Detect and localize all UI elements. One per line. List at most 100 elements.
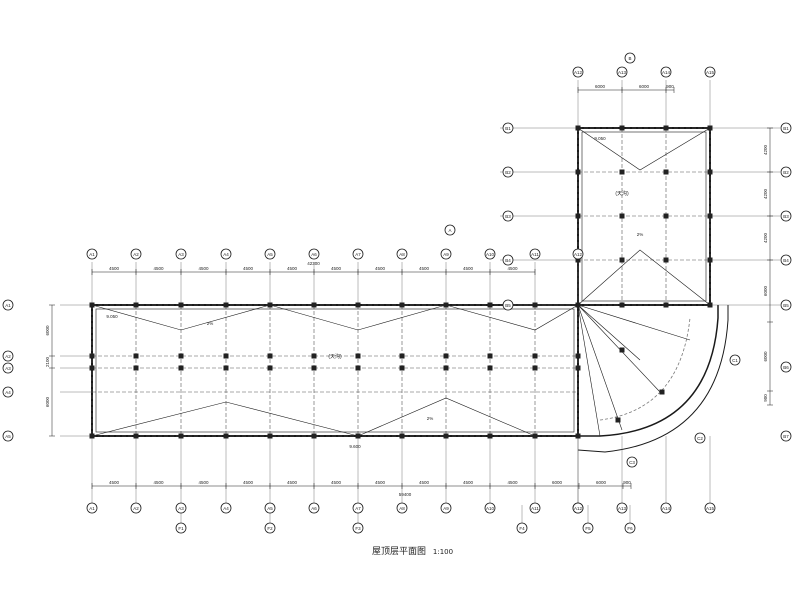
axis-bubble-bottom-circle bbox=[396, 502, 408, 514]
axis-bubble-bottom-circle bbox=[86, 502, 98, 514]
column bbox=[663, 302, 669, 308]
dim-top-wing-value: 6000 bbox=[639, 84, 650, 89]
axis-bubble-right-label: B2 bbox=[783, 170, 789, 175]
axis-bubble-section-circle bbox=[175, 522, 187, 534]
axis-bubble-bottom-label: A10 bbox=[486, 506, 495, 511]
column bbox=[575, 365, 581, 371]
radial-line bbox=[577, 304, 691, 341]
column bbox=[487, 433, 493, 439]
axis-bubble-section-label: F4 bbox=[519, 526, 525, 531]
axis-bubble-bottom-circle bbox=[440, 502, 452, 514]
column bbox=[311, 433, 317, 439]
axis-bubble-bottom-label: A5 bbox=[267, 506, 273, 511]
axis-bubble-wing-top-label: A13 bbox=[618, 70, 627, 75]
dim-top-wing-value: 900 bbox=[666, 84, 674, 89]
axis-bubble-top-circle bbox=[86, 248, 98, 260]
column bbox=[89, 433, 95, 439]
column bbox=[575, 433, 581, 439]
axis-bubble-top-circle bbox=[175, 248, 187, 260]
dim-bottom-value: 4500 bbox=[287, 480, 298, 485]
axis-bubble-top-circle bbox=[130, 248, 142, 260]
axis-bubble-top-label: A9 bbox=[443, 252, 449, 257]
column bbox=[311, 353, 317, 359]
radial-line bbox=[577, 304, 623, 431]
dim-bottom-value: 900 bbox=[623, 480, 631, 485]
axis-bubble-radial-label: C2 bbox=[697, 436, 703, 441]
axis-bubble-section-label: F3 bbox=[355, 526, 361, 531]
axis-bubble-bottom-circle bbox=[175, 502, 187, 514]
dim-left-value: 6000 bbox=[45, 325, 50, 336]
ridge-line-top bbox=[445, 304, 579, 331]
axis-bubble-section-circle bbox=[516, 522, 528, 534]
axis-bubble-top-label: A6 bbox=[311, 252, 317, 257]
axis-bubble-left-label: A3 bbox=[5, 366, 11, 371]
column bbox=[311, 302, 317, 308]
dim-bottom-value: 4500 bbox=[419, 480, 430, 485]
axis-bubble-top-circle bbox=[572, 248, 584, 260]
axis-bubble-top-circle bbox=[264, 248, 276, 260]
column bbox=[443, 365, 449, 371]
dim-bottom-value: 6000 bbox=[596, 480, 607, 485]
curved-outer-edge bbox=[577, 305, 729, 453]
axis-bubble-top-circle bbox=[308, 248, 320, 260]
dim-bottom-value: 4500 bbox=[331, 480, 342, 485]
drawing-title: 屋顶层平面图 1:100 bbox=[372, 544, 453, 557]
column bbox=[178, 433, 184, 439]
axis-bubble-radial-circle bbox=[729, 354, 741, 366]
dim-bottom-value: 6000 bbox=[552, 480, 563, 485]
dim-bottom-total: 59400 bbox=[399, 492, 412, 497]
column bbox=[487, 365, 493, 371]
axis-bubble-wing-left-circle bbox=[502, 122, 514, 134]
column bbox=[707, 125, 713, 131]
column bbox=[89, 353, 95, 359]
elevation-note: 9.600 bbox=[349, 444, 361, 449]
axis-bubble-misc-circle bbox=[444, 224, 456, 236]
dim-bottom-value: 4500 bbox=[198, 480, 209, 485]
column bbox=[619, 257, 625, 263]
column bbox=[575, 353, 581, 359]
axis-bubble-wing-bottom-label: A13 bbox=[618, 506, 627, 511]
slope-note: 2% bbox=[207, 321, 214, 326]
axis-bubble-right-circle bbox=[780, 122, 792, 134]
axis-bubble-radial-label: C1 bbox=[732, 358, 738, 363]
axis-bubble-section-label: F2 bbox=[267, 526, 273, 531]
axis-bubble-right-label: B4 bbox=[783, 258, 789, 263]
curved-corner-edge bbox=[578, 305, 719, 437]
axis-bubble-top-label: A4 bbox=[223, 252, 229, 257]
column bbox=[267, 433, 273, 439]
dim-top-value: 4500 bbox=[198, 266, 209, 271]
roof-label: (天沟) bbox=[328, 353, 342, 360]
axis-bubble-right-circle bbox=[780, 361, 792, 373]
dim-bottom-value: 4500 bbox=[243, 480, 254, 485]
axis-bubble-top-label: A12 bbox=[574, 252, 583, 257]
dim-bottom-value: 4500 bbox=[153, 480, 164, 485]
axis-bubble-bottom-circle bbox=[352, 502, 364, 514]
column-grid bbox=[89, 125, 713, 439]
column bbox=[443, 353, 449, 359]
column bbox=[615, 417, 621, 423]
axis-bubble-section-circle bbox=[264, 522, 276, 534]
axis-bubble-radial-circle bbox=[694, 432, 706, 444]
scale-text: 1:100 bbox=[432, 548, 454, 556]
axis-bubble-wing-left-label: B5 bbox=[505, 303, 511, 308]
axis-bubble-bottom-label: A4 bbox=[223, 506, 229, 511]
axis-bubble-wing-top-circle bbox=[616, 66, 628, 78]
axis-bubble-bottom-circle bbox=[264, 502, 276, 514]
main-roof-outline bbox=[91, 304, 579, 437]
axis-bubble-left-label: A1 bbox=[5, 303, 11, 308]
axis-bubble-bottom-label: A7 bbox=[355, 506, 361, 511]
axis-gridlines bbox=[60, 80, 780, 523]
axis-bubble-left-circle bbox=[2, 299, 14, 311]
dim-top-value: 4500 bbox=[419, 266, 430, 271]
ridge-line-bottom bbox=[91, 401, 359, 437]
column bbox=[619, 169, 625, 175]
column bbox=[223, 365, 229, 371]
axis-bubble-section-circle bbox=[352, 522, 364, 534]
axis-bubble-top-circle bbox=[220, 248, 232, 260]
dim-right-value: 4200 bbox=[763, 232, 768, 243]
axis-bubble-top-circle bbox=[484, 248, 496, 260]
axis-bubble-wing-left-label: B4 bbox=[505, 258, 511, 263]
dim-top-value: 4500 bbox=[331, 266, 342, 271]
